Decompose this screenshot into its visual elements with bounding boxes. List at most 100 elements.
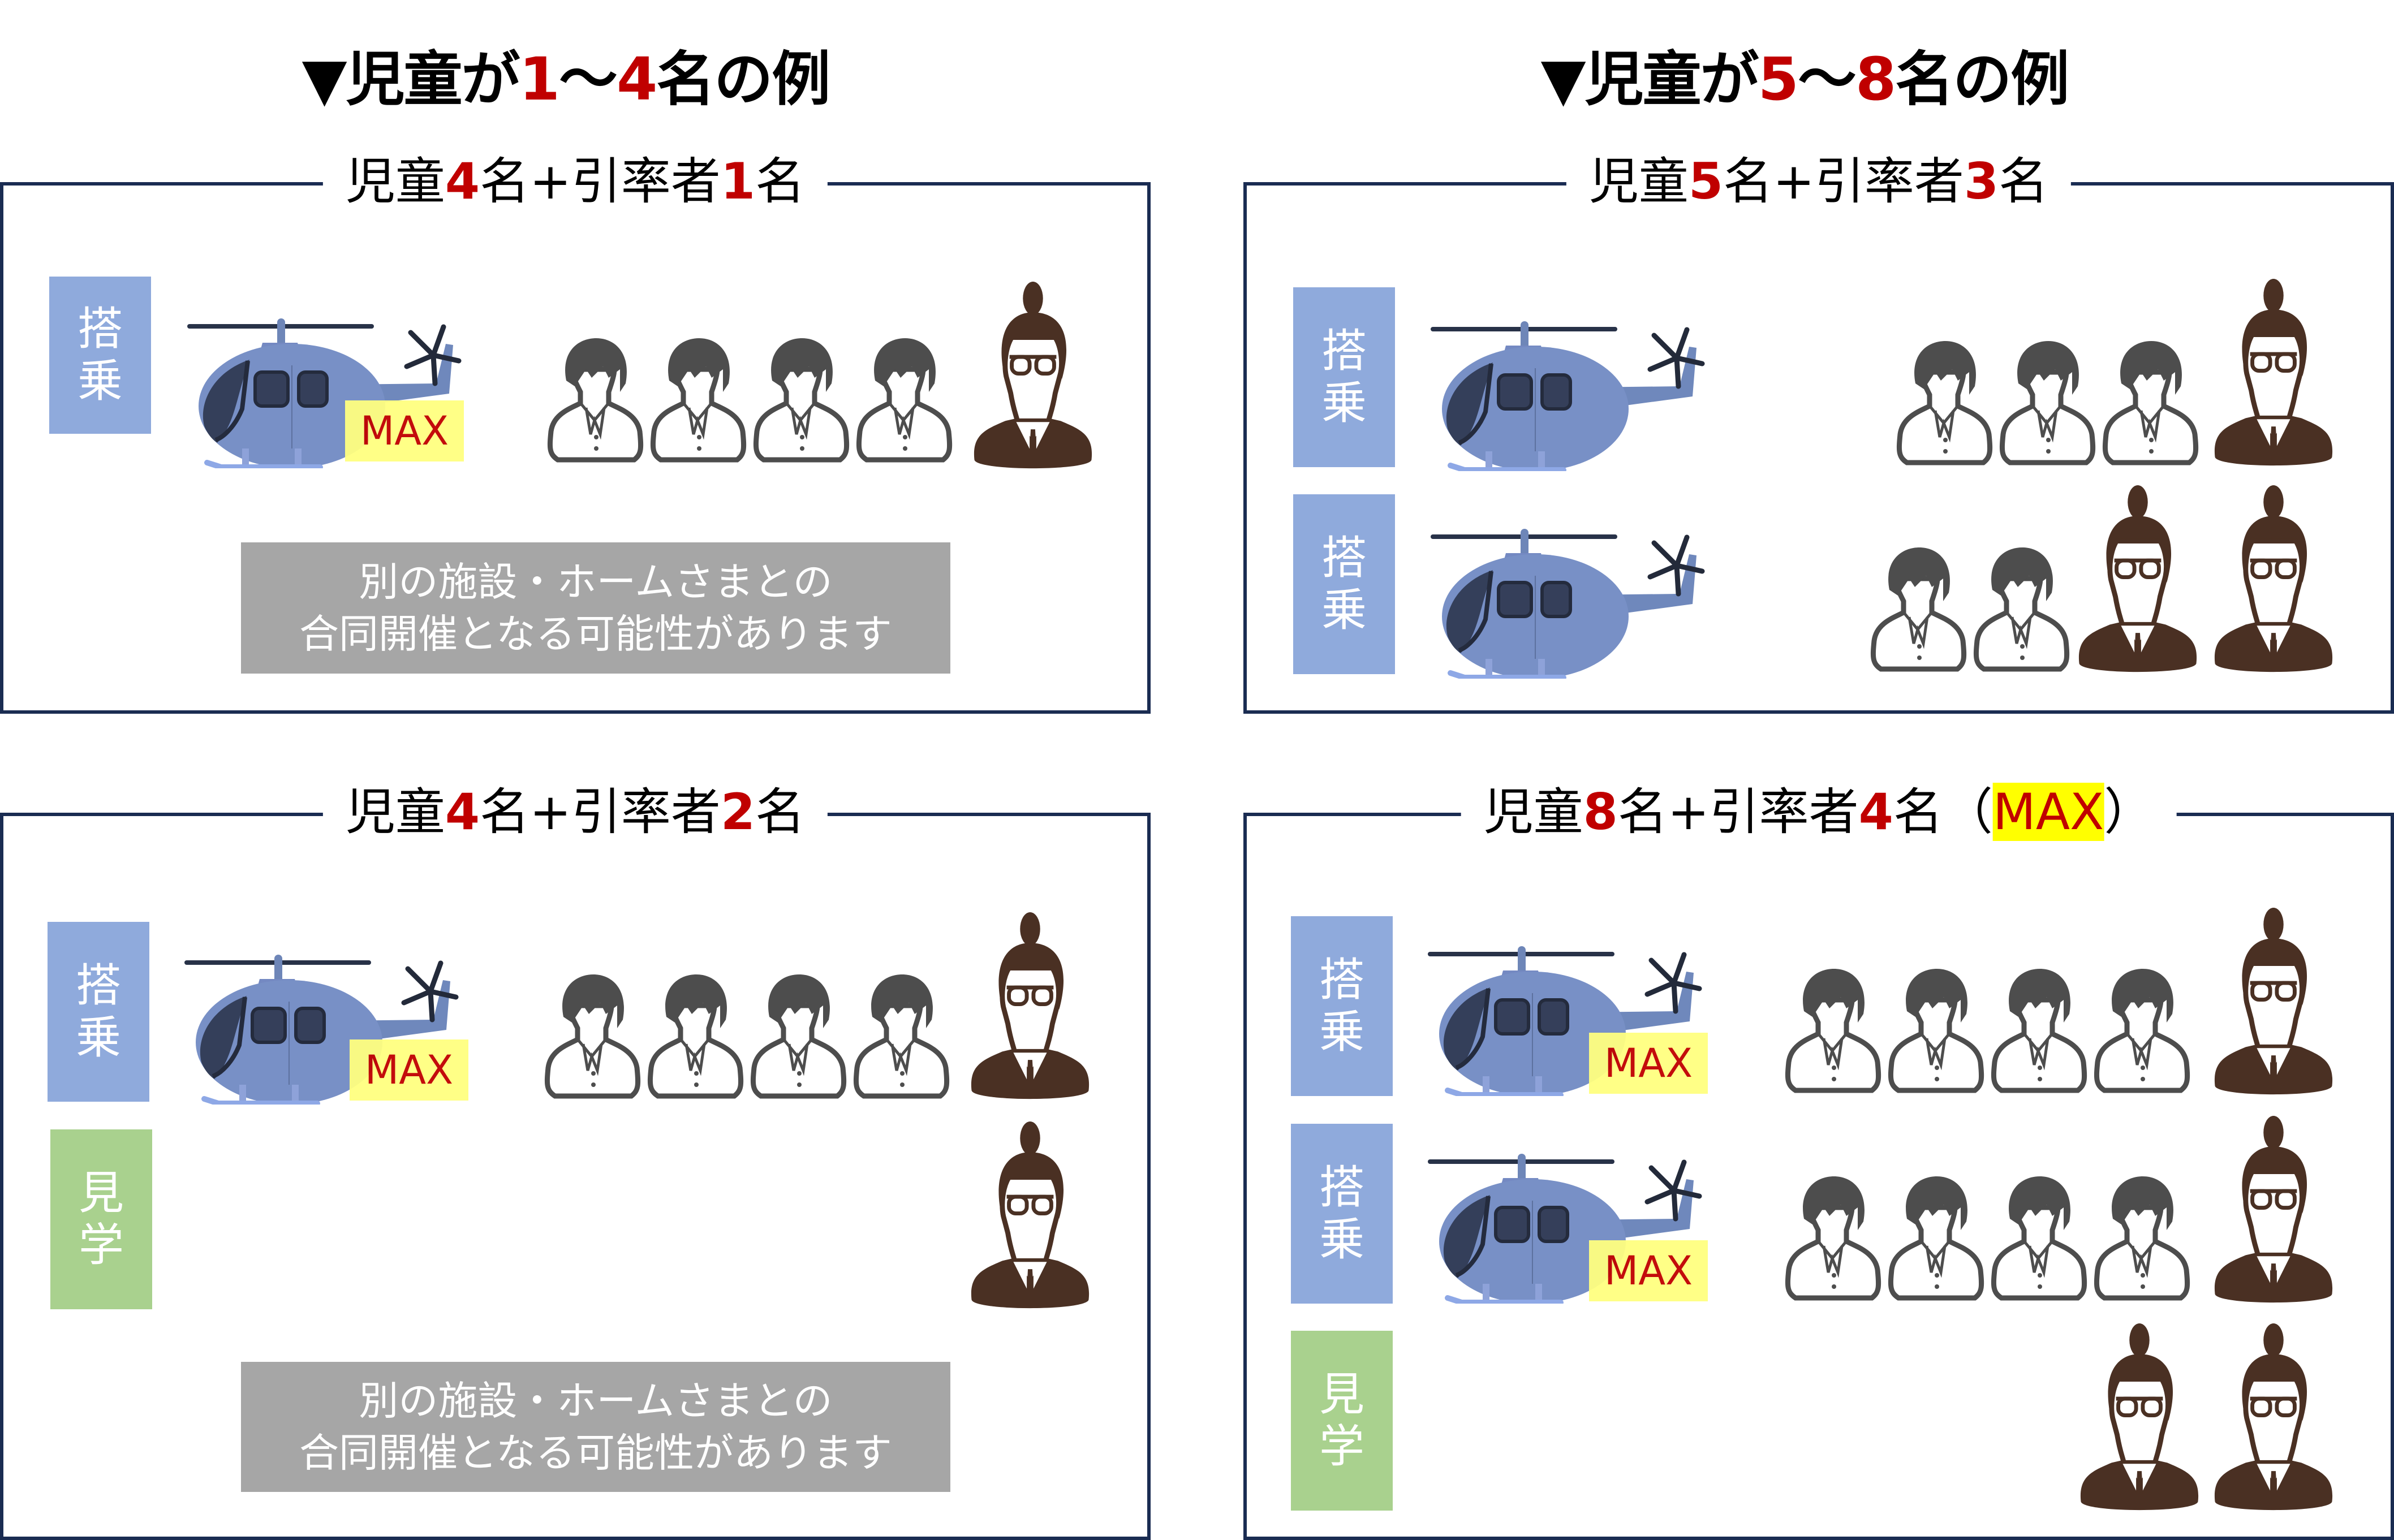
- tag-char: 乗: [1321, 584, 1367, 636]
- notice-line: 別の施設・ホームさまとの: [359, 559, 833, 605]
- helicopter-icon: [1422, 509, 1716, 679]
- title-text: 名: [755, 152, 806, 210]
- children-count: 8: [1583, 783, 1618, 841]
- child-person-icon: [2093, 966, 2195, 1096]
- escort-person-icon: [2211, 908, 2336, 1097]
- notice-line: 別の施設・ホームさまとの: [359, 1378, 833, 1424]
- tag-char: 搭: [1319, 954, 1364, 1006]
- max-badge: MAX: [1589, 1240, 1708, 1301]
- title-text: 児童: [1483, 783, 1583, 841]
- helicopter-icon: [1422, 301, 1716, 471]
- title-text: 名+引率者: [480, 152, 721, 210]
- panel-title: 児童5名+引率者3名: [1566, 150, 2072, 213]
- escort-count: 2: [720, 783, 756, 841]
- child-person-icon: [1999, 338, 2100, 468]
- panel-8-children-4-escorts-max: 児童8名+引率者4名（MAX） 搭乗 MAX 搭乗 MAX 見学: [1243, 781, 2394, 1540]
- child-person-icon: [752, 335, 854, 465]
- heading-sep: ～: [1797, 45, 1857, 114]
- tag-char: 搭: [1319, 1161, 1364, 1214]
- tag-char: 乗: [1319, 1213, 1364, 1266]
- children-count: 5: [1688, 152, 1724, 210]
- title-text: 児童: [345, 152, 445, 210]
- boarding-tag: 搭乗: [1291, 1124, 1393, 1304]
- child-person-icon: [855, 335, 957, 465]
- title-text: 名+引率者: [1723, 152, 1964, 210]
- heading-prefix: ▼児童が: [1540, 45, 1759, 114]
- heading-min-count: 5: [1758, 45, 1799, 114]
- child-person-icon: [1887, 966, 1989, 1096]
- heading-suffix: 名の例: [1895, 45, 2069, 114]
- escort-person-icon: [971, 282, 1095, 471]
- child-person-icon: [852, 972, 954, 1102]
- heading-left: ▼児童が1～4名の例: [302, 31, 831, 117]
- escort-count: 4: [1858, 783, 1893, 841]
- joint-event-notice: 別の施設・ホームさまとの 合同開催となる可能性があります: [241, 1362, 950, 1492]
- child-person-icon: [1870, 545, 1971, 675]
- escort-count: 3: [1964, 152, 1999, 210]
- title-text: 名+引率者: [1617, 783, 1859, 841]
- tag-char: 乗: [1319, 1006, 1364, 1058]
- boarding-tag: 搭乗: [1291, 916, 1393, 1096]
- title-text: ）: [2104, 783, 2154, 841]
- escort-person-icon: [2076, 485, 2200, 675]
- child-person-icon: [2102, 338, 2203, 468]
- max-highlight: MAX: [1992, 783, 2104, 841]
- panel-4-children-1-escort: 児童4名+引率者1名 搭乗 MAX 別の施設・ホームさまとの 合同開催となる可能…: [0, 150, 1151, 714]
- title-text: 名（: [1893, 783, 1993, 841]
- joint-event-notice: 別の施設・ホームさまとの 合同開催となる可能性があります: [241, 542, 950, 674]
- boarding-tag: 搭乗: [48, 922, 149, 1102]
- max-badge: MAX: [1589, 1033, 1708, 1094]
- child-person-icon: [546, 335, 648, 465]
- escort-person-icon: [2211, 279, 2336, 468]
- escort-person-icon: [2077, 1323, 2202, 1513]
- tag-char: 学: [79, 1219, 124, 1271]
- observation-tag: 見学: [1291, 1331, 1393, 1511]
- child-person-icon: [647, 972, 748, 1102]
- tag-char: 学: [1319, 1420, 1364, 1473]
- heading-right: ▼児童が5～8名の例: [1540, 31, 2070, 117]
- heading-min-count: 1: [519, 45, 560, 114]
- panel-4-children-2-escorts: 児童4名+引率者2名 搭乗 MAX 見学 別の施設・ホームさまとの 合同開催とな…: [0, 781, 1151, 1540]
- child-person-icon: [1896, 338, 1997, 468]
- heading-suffix: 名の例: [656, 45, 830, 114]
- panel-title: 児童8名+引率者4名（MAX）: [1461, 781, 2177, 843]
- escort-person-icon: [2211, 1116, 2336, 1305]
- notice-line: 合同開催となる可能性があります: [299, 1430, 892, 1476]
- boarding-tag: 搭乗: [49, 277, 151, 434]
- boarding-tag: 搭乗: [1293, 287, 1395, 467]
- tag-char: 乗: [1321, 377, 1367, 429]
- tag-char: 見: [79, 1167, 124, 1219]
- title-text: 名: [755, 783, 806, 841]
- heading-max-count: 8: [1855, 45, 1896, 114]
- title-text: 名+引率者: [480, 783, 721, 841]
- escort-count: 1: [720, 152, 756, 210]
- observation-tag: 見学: [50, 1129, 152, 1309]
- child-person-icon: [1973, 545, 2074, 675]
- max-badge: MAX: [345, 400, 464, 461]
- notice-line: 合同開催となる可能性があります: [299, 611, 892, 657]
- max-badge: MAX: [350, 1039, 468, 1101]
- heading-max-count: 4: [616, 45, 657, 114]
- child-person-icon: [649, 335, 751, 465]
- child-person-icon: [544, 972, 645, 1102]
- child-person-icon: [1887, 1174, 1989, 1304]
- tag-char: 乗: [77, 355, 123, 407]
- heading-prefix: ▼児童が: [302, 45, 520, 114]
- child-person-icon: [1784, 966, 1886, 1096]
- child-person-icon: [2093, 1174, 2195, 1304]
- escort-person-icon: [2211, 1323, 2336, 1513]
- tag-char: 見: [1319, 1368, 1364, 1421]
- heading-sep: ～: [558, 45, 618, 114]
- panel-title: 児童4名+引率者1名: [322, 150, 828, 213]
- child-person-icon: [750, 972, 851, 1102]
- child-person-icon: [1784, 1174, 1886, 1304]
- title-text: 児童: [345, 783, 445, 841]
- child-person-icon: [1990, 1174, 2092, 1304]
- children-count: 4: [445, 783, 480, 841]
- title-text: 名: [1999, 152, 2049, 210]
- escort-person-icon: [2211, 485, 2336, 675]
- panel-5-children-3-escorts: 児童5名+引率者3名 搭乗 搭乗: [1243, 150, 2394, 714]
- boarding-tag: 搭乗: [1293, 494, 1395, 674]
- title-text: 児童: [1588, 152, 1689, 210]
- children-count: 4: [445, 152, 480, 210]
